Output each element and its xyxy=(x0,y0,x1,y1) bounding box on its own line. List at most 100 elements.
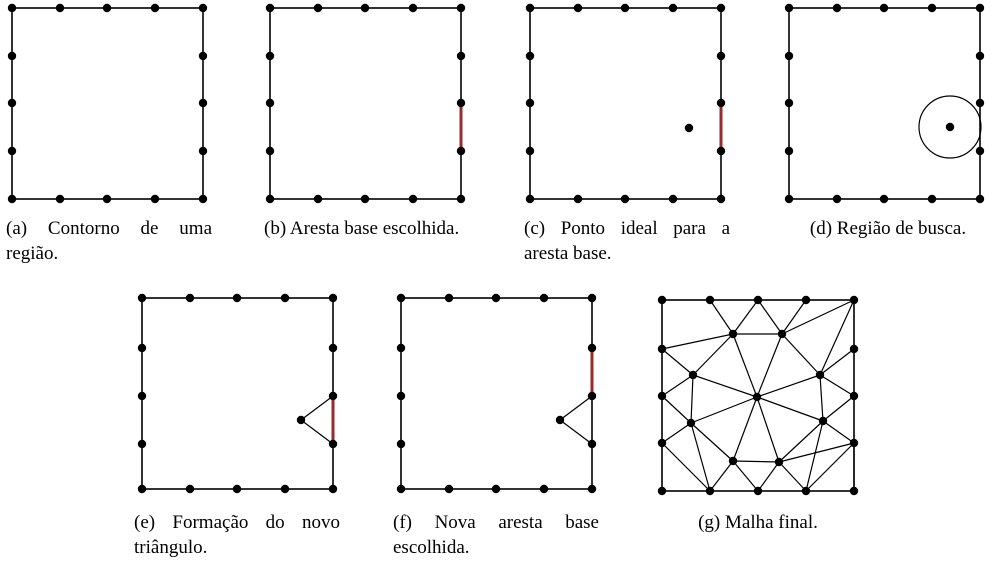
mesh-node xyxy=(784,51,794,61)
mesh-node xyxy=(620,3,630,13)
mesh-node xyxy=(728,329,738,339)
mesh-node xyxy=(753,486,763,496)
mesh-node xyxy=(198,194,208,204)
mesh-node xyxy=(832,194,842,204)
mesh-edge xyxy=(709,460,734,492)
mesh-edge xyxy=(781,299,807,335)
mesh-node xyxy=(102,3,112,13)
mesh-node xyxy=(360,194,370,204)
mesh-node xyxy=(444,293,454,303)
boundary-square xyxy=(529,7,722,200)
panel-e-diagram xyxy=(137,293,338,494)
ideal-point xyxy=(945,122,955,132)
mesh-node xyxy=(396,293,406,303)
mesh-node xyxy=(975,51,985,61)
mesh-node xyxy=(456,98,466,108)
mesh-edge xyxy=(692,374,758,398)
mesh-edge xyxy=(692,333,734,376)
mesh-node xyxy=(975,194,985,204)
boundary-square xyxy=(11,7,204,200)
mesh-edge xyxy=(732,299,759,335)
mesh-node xyxy=(728,456,738,466)
mesh-node xyxy=(752,392,762,402)
new-node xyxy=(296,415,306,425)
mesh-node xyxy=(525,3,535,13)
mesh-node xyxy=(849,295,859,305)
mesh-node xyxy=(396,484,406,494)
mesh-edge xyxy=(690,422,734,462)
mesh-node xyxy=(716,98,726,108)
mesh-edge xyxy=(757,461,780,492)
mesh-node xyxy=(265,98,275,108)
mesh-node xyxy=(360,3,370,13)
mesh-node xyxy=(396,439,406,449)
mesh-edge xyxy=(778,420,824,463)
mesh-node xyxy=(456,194,466,204)
panel-e-caption: (e) Formação do novo triângulo. xyxy=(134,512,340,558)
mesh-node xyxy=(587,484,597,494)
boundary-square xyxy=(141,297,334,490)
mesh-node xyxy=(716,3,726,13)
boundary-square xyxy=(400,297,593,490)
mesh-node xyxy=(657,391,667,401)
mesh-edge xyxy=(732,396,758,462)
mesh-node xyxy=(444,484,454,494)
panel-b-diagram xyxy=(265,3,466,204)
mesh-node xyxy=(573,3,583,13)
mesh-node xyxy=(408,194,418,204)
mesh-node xyxy=(280,293,290,303)
mesh-node xyxy=(784,98,794,108)
mesh-node xyxy=(657,344,667,354)
mesh-node xyxy=(456,146,466,156)
mesh-node xyxy=(801,295,811,305)
mesh-node xyxy=(849,486,859,496)
panel-a-caption: (a) Contorno de uma região. xyxy=(6,218,212,264)
mesh-edge xyxy=(690,422,711,492)
mesh-node xyxy=(573,194,583,204)
triangle-edge xyxy=(300,419,334,445)
mesh-node xyxy=(328,293,338,303)
mesh-node xyxy=(705,486,715,496)
panel-b-caption: (b) Aresta base escolhida. xyxy=(264,218,460,239)
mesh-node xyxy=(657,295,667,305)
mesh-node xyxy=(587,293,597,303)
mesh-node xyxy=(784,194,794,204)
mesh-edge xyxy=(732,460,759,492)
panel-g-caption: (g) Malha final. xyxy=(698,512,818,533)
mesh-edge xyxy=(756,396,824,422)
mesh-node xyxy=(7,3,17,13)
mesh-node xyxy=(265,146,275,156)
mesh-edge xyxy=(781,299,855,335)
mesh-node xyxy=(587,391,597,401)
mesh-node xyxy=(753,295,763,305)
panel-a-diagram xyxy=(7,3,208,204)
mesh-node xyxy=(525,194,535,204)
triangle-edge xyxy=(559,395,593,421)
mesh-node xyxy=(587,343,597,353)
panel-f-caption: (f) Nova aresta base escolhida. xyxy=(393,512,599,558)
mesh-node xyxy=(456,3,466,13)
mesh-node xyxy=(137,391,147,401)
mesh-edge xyxy=(778,442,855,463)
mesh-edge xyxy=(822,395,855,422)
mesh-node xyxy=(232,293,242,303)
mesh-node xyxy=(716,146,726,156)
mesh-edge xyxy=(805,442,855,492)
mesh-node xyxy=(716,51,726,61)
mesh-edge xyxy=(757,299,783,335)
mesh-node xyxy=(396,391,406,401)
mesh-edge xyxy=(756,374,821,398)
mesh-edge xyxy=(819,374,855,397)
mesh-node xyxy=(150,3,160,13)
mesh-node xyxy=(313,3,323,13)
mesh-node xyxy=(657,438,667,448)
mesh-node xyxy=(198,98,208,108)
mesh-node xyxy=(7,51,17,61)
mesh-node xyxy=(716,194,726,204)
mesh-edge xyxy=(756,333,783,398)
mesh-edge xyxy=(819,374,824,422)
mesh-node xyxy=(137,439,147,449)
mesh-node xyxy=(815,370,825,380)
mesh-node xyxy=(879,3,889,13)
mesh-node xyxy=(784,3,794,13)
